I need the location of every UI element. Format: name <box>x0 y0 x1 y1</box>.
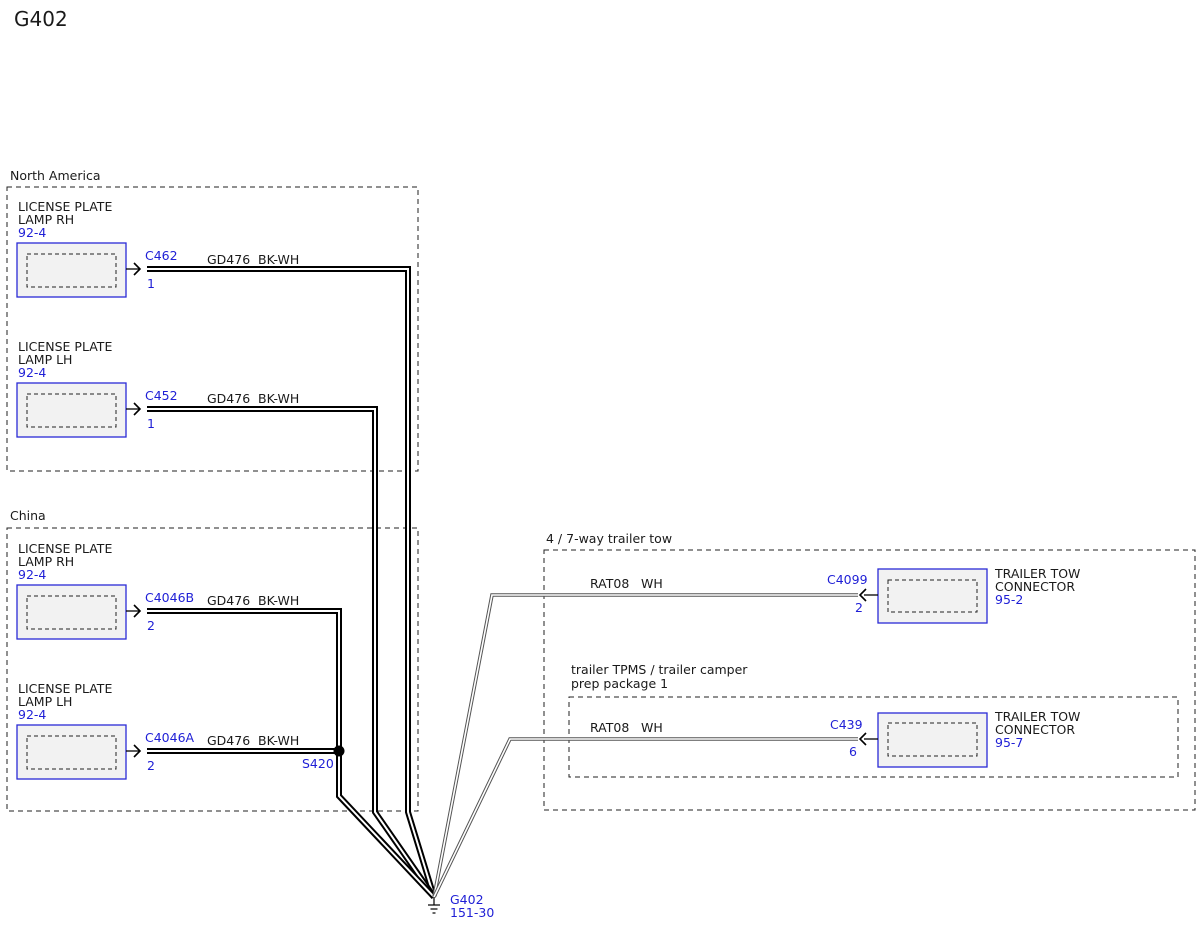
connector-label: C439 <box>830 717 863 732</box>
component-ref: 92-4 <box>18 365 46 380</box>
component-license-plate-lamp-lh-china[interactable]: LICENSE PLATE LAMP LH 92-4 C4046A 2 GD47… <box>16 681 299 780</box>
component-name-line2: CONNECTOR <box>995 722 1075 737</box>
component-name-line1: TRAILER TOW <box>994 566 1080 581</box>
component-name-line2: LAMP LH <box>18 352 72 367</box>
component-ref: 92-4 <box>18 225 46 240</box>
component-license-plate-lamp-lh-na[interactable]: LICENSE PLATE LAMP LH 92-4 C452 1 GD476 … <box>16 339 299 438</box>
wire-color: BK-WH <box>258 593 299 608</box>
connector-label: C4046A <box>145 730 195 745</box>
group-label-trailer-tow: 4 / 7-way trailer tow <box>546 531 672 546</box>
pin-number: 6 <box>849 744 857 759</box>
wire-circuit: RAT08 <box>590 720 629 735</box>
ground-icon <box>428 897 440 914</box>
group-trailer-tow: 4 / 7-way trailer tow <box>543 531 1196 811</box>
group-label-trailer-tpms-line1: trailer TPMS / trailer camper <box>571 662 748 677</box>
wire-color: WH <box>641 720 663 735</box>
pin-arrow-icon <box>133 402 142 416</box>
pin-number: 2 <box>147 618 155 633</box>
wire-color: BK-WH <box>258 733 299 748</box>
splice-dot <box>333 745 345 757</box>
component-name-line2: CONNECTOR <box>995 579 1075 594</box>
wire-circuit: GD476 <box>207 593 250 608</box>
component-ref: 92-4 <box>18 707 46 722</box>
group-china: China <box>6 508 419 812</box>
component-name-line2: LAMP RH <box>18 554 74 569</box>
group-trailer-tpms: trailer TPMS / trailer camper prep packa… <box>568 662 1179 778</box>
wire-circuit: RAT08 <box>590 576 629 591</box>
component-ref: 92-4 <box>18 567 46 582</box>
component-license-plate-lamp-rh-china[interactable]: LICENSE PLATE LAMP RH 92-4 C4046B 2 GD47… <box>16 541 299 640</box>
component-name-line1: TRAILER TOW <box>994 709 1080 724</box>
trailer-wires-white <box>432 593 858 898</box>
connector-label: C4046B <box>145 590 194 605</box>
pin-number: 2 <box>147 758 155 773</box>
component-trailer-tow-connector-95-7[interactable]: TRAILER TOW CONNECTOR 95-7 C439 6 RAT08 … <box>590 709 1080 768</box>
pin-arrow-icon <box>133 262 142 276</box>
component-name-line1: LICENSE PLATE <box>18 541 112 556</box>
pin-arrow-icon <box>858 588 867 602</box>
component-name-line1: LICENSE PLATE <box>18 681 112 696</box>
wire-color: BK-WH <box>258 391 299 406</box>
component-name-line2: LAMP LH <box>18 694 72 709</box>
component-name-line2: LAMP RH <box>18 212 74 227</box>
wire-color: BK-WH <box>258 252 299 267</box>
component-trailer-tow-connector-95-2[interactable]: TRAILER TOW CONNECTOR 95-2 C4099 2 RAT08… <box>590 566 1080 624</box>
wire-circuit: GD476 <box>207 391 250 406</box>
group-label-trailer-tpms-line2: prep package 1 <box>571 676 668 691</box>
pin-arrow-icon <box>133 744 142 758</box>
component-ref: 95-7 <box>995 735 1023 750</box>
wire-circuit: GD476 <box>207 733 250 748</box>
pin-arrow-icon <box>133 604 142 618</box>
ground-label: G402 <box>450 892 484 907</box>
pin-arrow-icon <box>858 732 867 746</box>
connector-label: C4099 <box>827 572 868 587</box>
pin-number: 1 <box>147 276 155 291</box>
group-label-north-america: North America <box>10 168 101 183</box>
group-north-america: North America <box>6 168 419 472</box>
component-name-line1: LICENSE PLATE <box>18 199 112 214</box>
pin-number: 2 <box>855 600 863 615</box>
wire-color: WH <box>641 576 663 591</box>
splice-label: S420 <box>302 756 334 771</box>
pin-number: 1 <box>147 416 155 431</box>
group-label-china: China <box>10 508 46 523</box>
page-title: G402 <box>14 7 68 31</box>
component-license-plate-lamp-rh-na[interactable]: LICENSE PLATE LAMP RH 92-4 C462 1 GD476 … <box>16 199 299 298</box>
connector-label: C462 <box>145 248 178 263</box>
connector-label: C452 <box>145 388 178 403</box>
component-ref: 95-2 <box>995 592 1023 607</box>
component-name-line1: LICENSE PLATE <box>18 339 112 354</box>
ground-ref: 151-30 <box>450 905 494 920</box>
wire-circuit: GD476 <box>207 252 250 267</box>
ground-wires-black <box>147 266 437 900</box>
